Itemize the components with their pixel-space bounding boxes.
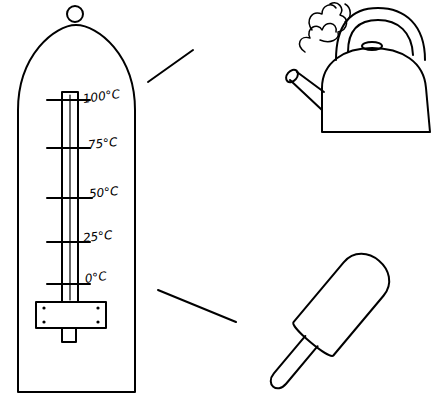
kettle xyxy=(284,8,430,132)
scale-label: 0°C xyxy=(84,269,108,286)
bulb-stem xyxy=(62,328,76,342)
scale-label: 75°C xyxy=(87,135,118,152)
thermometer-body xyxy=(18,25,135,392)
scale-label: 25°C xyxy=(82,228,113,245)
steam xyxy=(300,3,351,52)
popsicle xyxy=(253,244,399,397)
leader-line xyxy=(148,50,193,82)
bulb-plate xyxy=(36,302,106,328)
scale-label: 100°C xyxy=(82,87,121,106)
scale-ticks xyxy=(47,100,92,284)
plate-dots xyxy=(42,306,99,323)
scale-label: 50°C xyxy=(88,184,119,201)
leader-line xyxy=(158,290,236,322)
hang-loop xyxy=(67,6,83,22)
